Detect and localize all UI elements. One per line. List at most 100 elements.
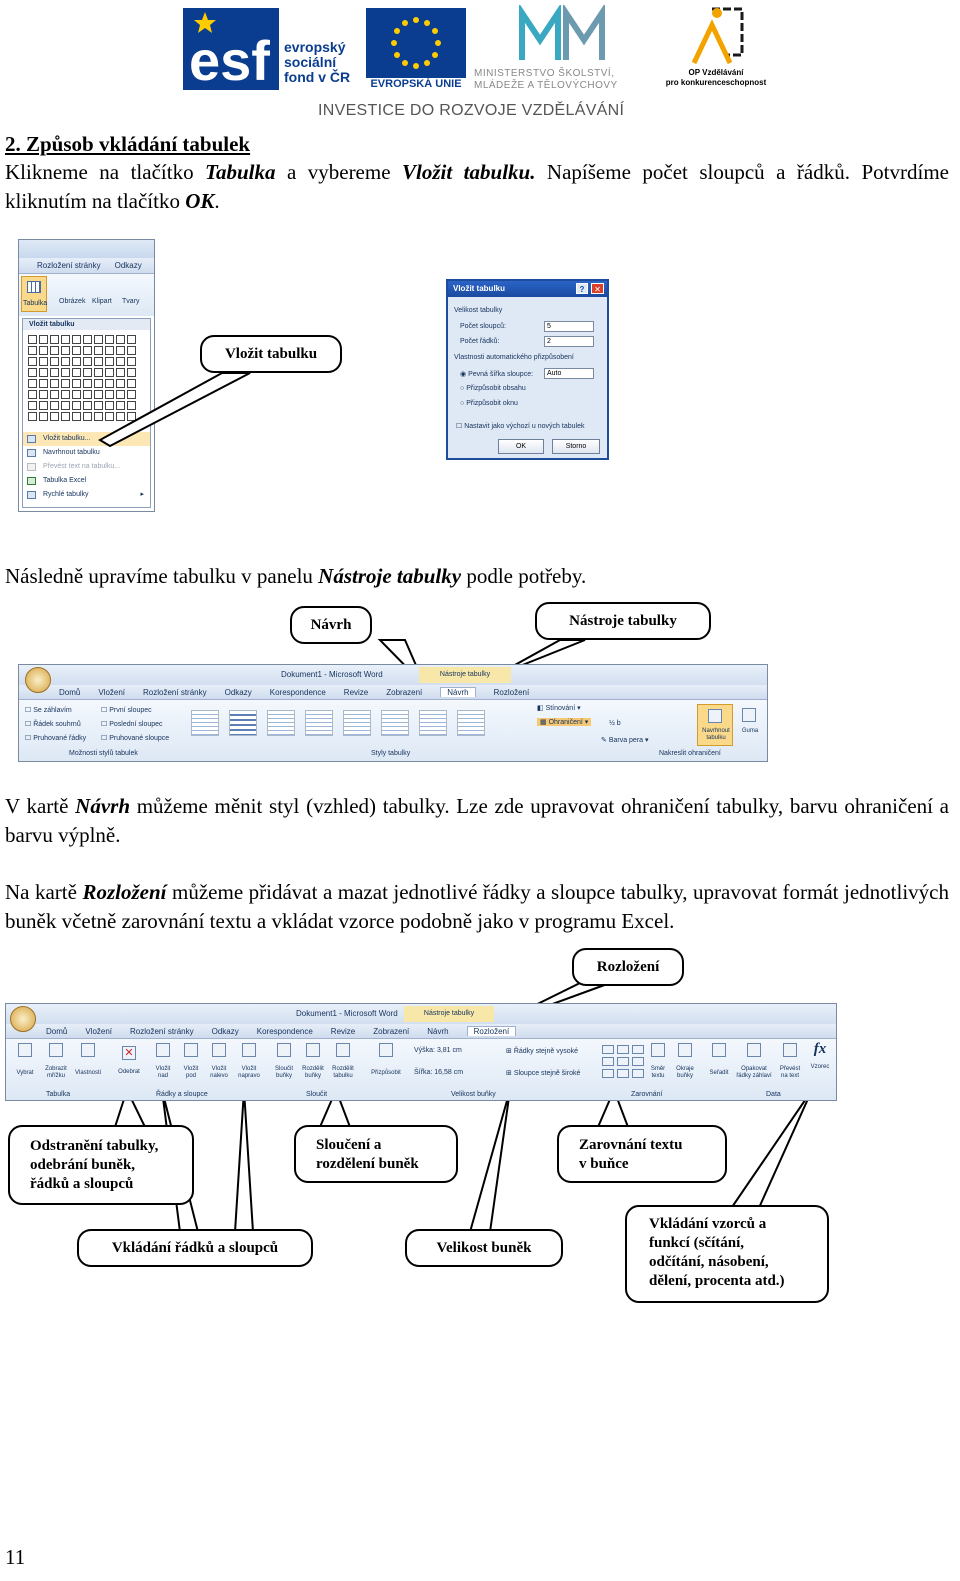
tab-references[interactable]: Odkazy (211, 1026, 239, 1036)
table-style-thumb[interactable] (191, 710, 219, 736)
tab-design[interactable]: Návrh (427, 1026, 449, 1036)
shapes-button[interactable]: Tvary (122, 298, 140, 305)
tab-review[interactable]: Revize (330, 1026, 356, 1036)
distribute-columns-button[interactable]: ⊞ Sloupce stejně široké (506, 1070, 581, 1077)
rows-input[interactable]: 2 (544, 336, 594, 347)
rows-label: Počet řádků: (460, 338, 500, 345)
option-total-row[interactable]: ☐ Řádek souhrnů (25, 721, 81, 728)
picture-button[interactable]: Obrázek (59, 298, 86, 305)
menu-item-draw-table[interactable]: Navrhnout tabulku (23, 446, 150, 460)
alignment-grid[interactable] (602, 1045, 644, 1078)
tab-insert[interactable]: Vložení (98, 687, 126, 697)
insert-left-button[interactable]: Vložit nalevo (205, 1043, 233, 1080)
pen-weight-select[interactable]: ½ b (609, 720, 621, 727)
tab-design[interactable]: Návrh (440, 687, 476, 697)
table-style-thumb[interactable] (457, 710, 485, 736)
draw-table-button[interactable]: Navrhnout tabulku (697, 704, 733, 746)
fixed-width-select[interactable]: Auto (544, 368, 594, 379)
table-style-thumb[interactable] (229, 710, 257, 736)
tab-review[interactable]: Revize (343, 687, 369, 697)
split-cells-button[interactable]: Rozdělit buňky (299, 1043, 327, 1080)
table-style-thumb[interactable] (419, 710, 447, 736)
tab-references[interactable]: Odkazy (224, 687, 252, 697)
pen-color-button[interactable]: ✎ Barva pera ▾ (601, 737, 649, 744)
ribbon-tabs: Domů Vložení Rozložení stránky Odkazy Ko… (19, 685, 767, 700)
tab-view[interactable]: Zobrazení (386, 687, 423, 697)
autofit-button[interactable]: Přizpůsobit (366, 1043, 406, 1077)
properties-button[interactable]: Vlastnosti (72, 1043, 104, 1077)
option-header-row[interactable]: ☐ Se záhlavím (25, 707, 72, 714)
close-icon[interactable]: ✕ (591, 283, 604, 294)
tab-page-layout[interactable]: Rozložení stránky (143, 687, 207, 697)
tab-odkazy[interactable]: Odkazy (114, 261, 142, 270)
tab-home[interactable]: Domů (59, 687, 81, 697)
select-button[interactable]: Vybrat (10, 1043, 40, 1077)
tab-layout[interactable]: Rozložení (493, 687, 530, 697)
table-icon (27, 435, 36, 443)
table-button[interactable]: Tabulka (21, 276, 47, 312)
formula-fx-icon: fx (813, 1041, 827, 1057)
columns-input[interactable]: 5 (544, 321, 594, 332)
merge-cells-button[interactable]: Sloučit buňky (270, 1043, 298, 1080)
word-table-dropdown-screenshot: Rozložení stránky Odkazy Tabulka Obrázek… (18, 239, 155, 512)
insert-above-button[interactable]: Vložit nad (150, 1043, 176, 1080)
size-group-label: Velikost tabulky (454, 307, 503, 314)
distribute-rows-button[interactable]: ⊞ Řádky stejně vysoké (506, 1048, 579, 1055)
column-width-field[interactable]: Šířka: 16,58 cm (414, 1069, 464, 1076)
menu-item-excel-table[interactable]: Tabulka Excel (23, 474, 150, 488)
group-label-alignment: Zarovnání (631, 1091, 663, 1098)
row-height-field[interactable]: Výška: 3,81 cm (414, 1047, 462, 1054)
table-style-thumb[interactable] (343, 710, 371, 736)
ok-button[interactable]: OK (498, 439, 544, 454)
tab-mailings[interactable]: Korespondence (256, 1026, 313, 1036)
view-gridlines-button[interactable]: Zobrazit mřížku (40, 1043, 72, 1080)
paragraph-intro: Klikneme na tlačítko Tabulka a vybereme … (5, 160, 949, 213)
tab-layout[interactable]: Rozložení (466, 1026, 517, 1036)
option-banded-rows[interactable]: ☐ Pruhované řádky (25, 735, 87, 742)
insert-below-icon (184, 1043, 198, 1057)
tab-home[interactable]: Domů (46, 1026, 68, 1036)
clipart-button[interactable]: Klipart (92, 298, 112, 305)
tab-insert[interactable]: Vložení (85, 1026, 113, 1036)
cell-margins-icon (678, 1043, 692, 1057)
convert-to-text-button[interactable]: Převést na text (776, 1043, 804, 1080)
table-styles-gallery[interactable] (191, 710, 529, 741)
shading-button[interactable]: ◧ Stínování ▾ (537, 705, 581, 712)
borders-button[interactable]: ▦ Ohraničení ▾ (537, 718, 592, 726)
option-first-column[interactable]: ☐ První sloupec (101, 707, 152, 714)
tab-page-layout[interactable]: Rozložení stránky (130, 1026, 194, 1036)
cancel-button[interactable]: Storno (552, 439, 600, 454)
insert-below-button[interactable]: Vložit pod (178, 1043, 204, 1080)
default-checkbox[interactable]: ☐ Nastavit jako výchozí u nových tabulek (456, 423, 585, 430)
office-button-icon[interactable] (25, 667, 51, 693)
help-icon[interactable]: ? (576, 283, 588, 294)
group-label-draw-borders: Nakreslit ohraničení (659, 750, 721, 757)
table-size-grid[interactable] (28, 335, 136, 421)
table-style-thumb[interactable] (381, 710, 409, 736)
sort-button[interactable]: Seřadit (706, 1043, 732, 1077)
autofit-icon (379, 1043, 393, 1057)
convert-icon (27, 463, 36, 471)
repeat-header-button[interactable]: Opakovat řádky záhlaví (734, 1043, 774, 1080)
delete-button[interactable]: ✕Odebrat (118, 1046, 140, 1075)
autofit-contents-radio[interactable]: ○ Přizpůsobit obsahu (460, 385, 526, 392)
option-banded-columns[interactable]: ☐ Pruhované sloupce (101, 735, 170, 742)
style-options-group: ☐ Se záhlavím ☐ Řádek souhrnů ☐ Pruhovan… (25, 704, 86, 746)
table-style-thumb[interactable] (305, 710, 333, 736)
insert-right-button[interactable]: Vložit napravo (234, 1043, 264, 1080)
ribbon-tabs: Domů Vložení Rozložení stránky Odkazy Ko… (6, 1024, 836, 1039)
autofit-window-radio[interactable]: ○ Přizpůsobit oknu (460, 400, 518, 407)
tab-view[interactable]: Zobrazení (373, 1026, 410, 1036)
tab-mailings[interactable]: Korespondence (269, 687, 326, 697)
tab-rozlozeni-stranky[interactable]: Rozložení stránky (37, 261, 101, 270)
fixed-width-radio[interactable]: ◉ Pevná šířka sloupce: (460, 371, 534, 378)
option-last-column[interactable]: ☐ Poslední sloupec (101, 721, 163, 728)
split-table-button[interactable]: Rozdělit tabulku (328, 1043, 358, 1080)
table-style-thumb[interactable] (267, 710, 295, 736)
cell-margins-button[interactable]: Okraje buňky (672, 1043, 698, 1080)
eraser-button[interactable]: Guma (737, 704, 763, 746)
office-button-icon[interactable] (10, 1006, 36, 1032)
menu-item-quick-tables[interactable]: Rychlé tabulky▸ (23, 488, 150, 502)
text-direction-button[interactable]: Směr textu (646, 1043, 670, 1080)
